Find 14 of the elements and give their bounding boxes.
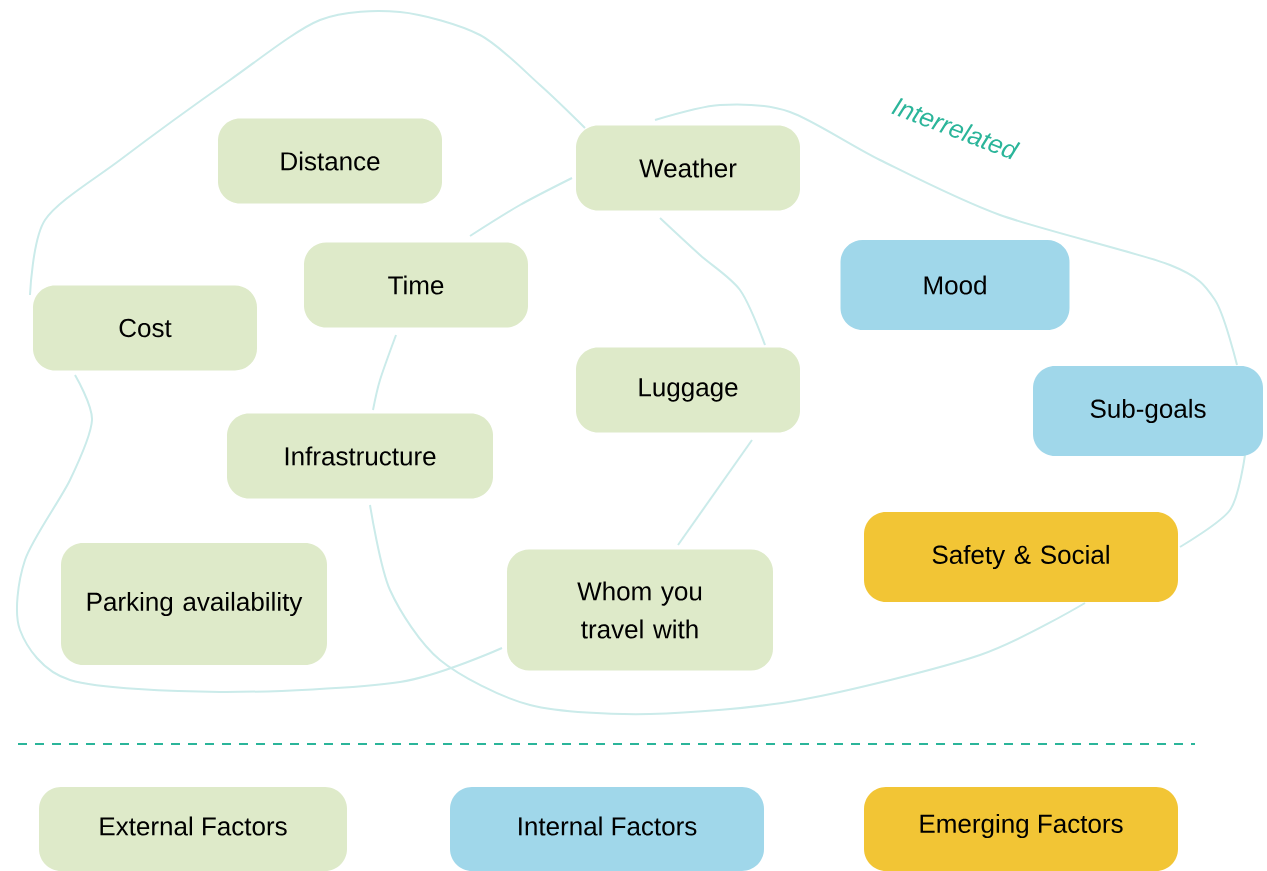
legend-item: Emerging Factors [864,787,1178,871]
legend-item: Internal Factors [450,787,764,871]
legend-item: External Factors [39,787,347,871]
factor-box: Whom you travel with [507,549,773,671]
factor-box: Cost [33,285,257,371]
factor-box: Time [304,242,528,328]
factor-box: Parking availability [61,543,327,665]
factor-box: Mood [840,240,1070,330]
factor-box: Sub-goals [1033,366,1263,456]
factor-box: Luggage [576,347,800,433]
factor-box: Distance [218,118,442,204]
factor-box: Safety & Social [864,512,1178,602]
factor-box: Weather [576,125,800,211]
factor-box: Infrastructure [227,413,493,499]
